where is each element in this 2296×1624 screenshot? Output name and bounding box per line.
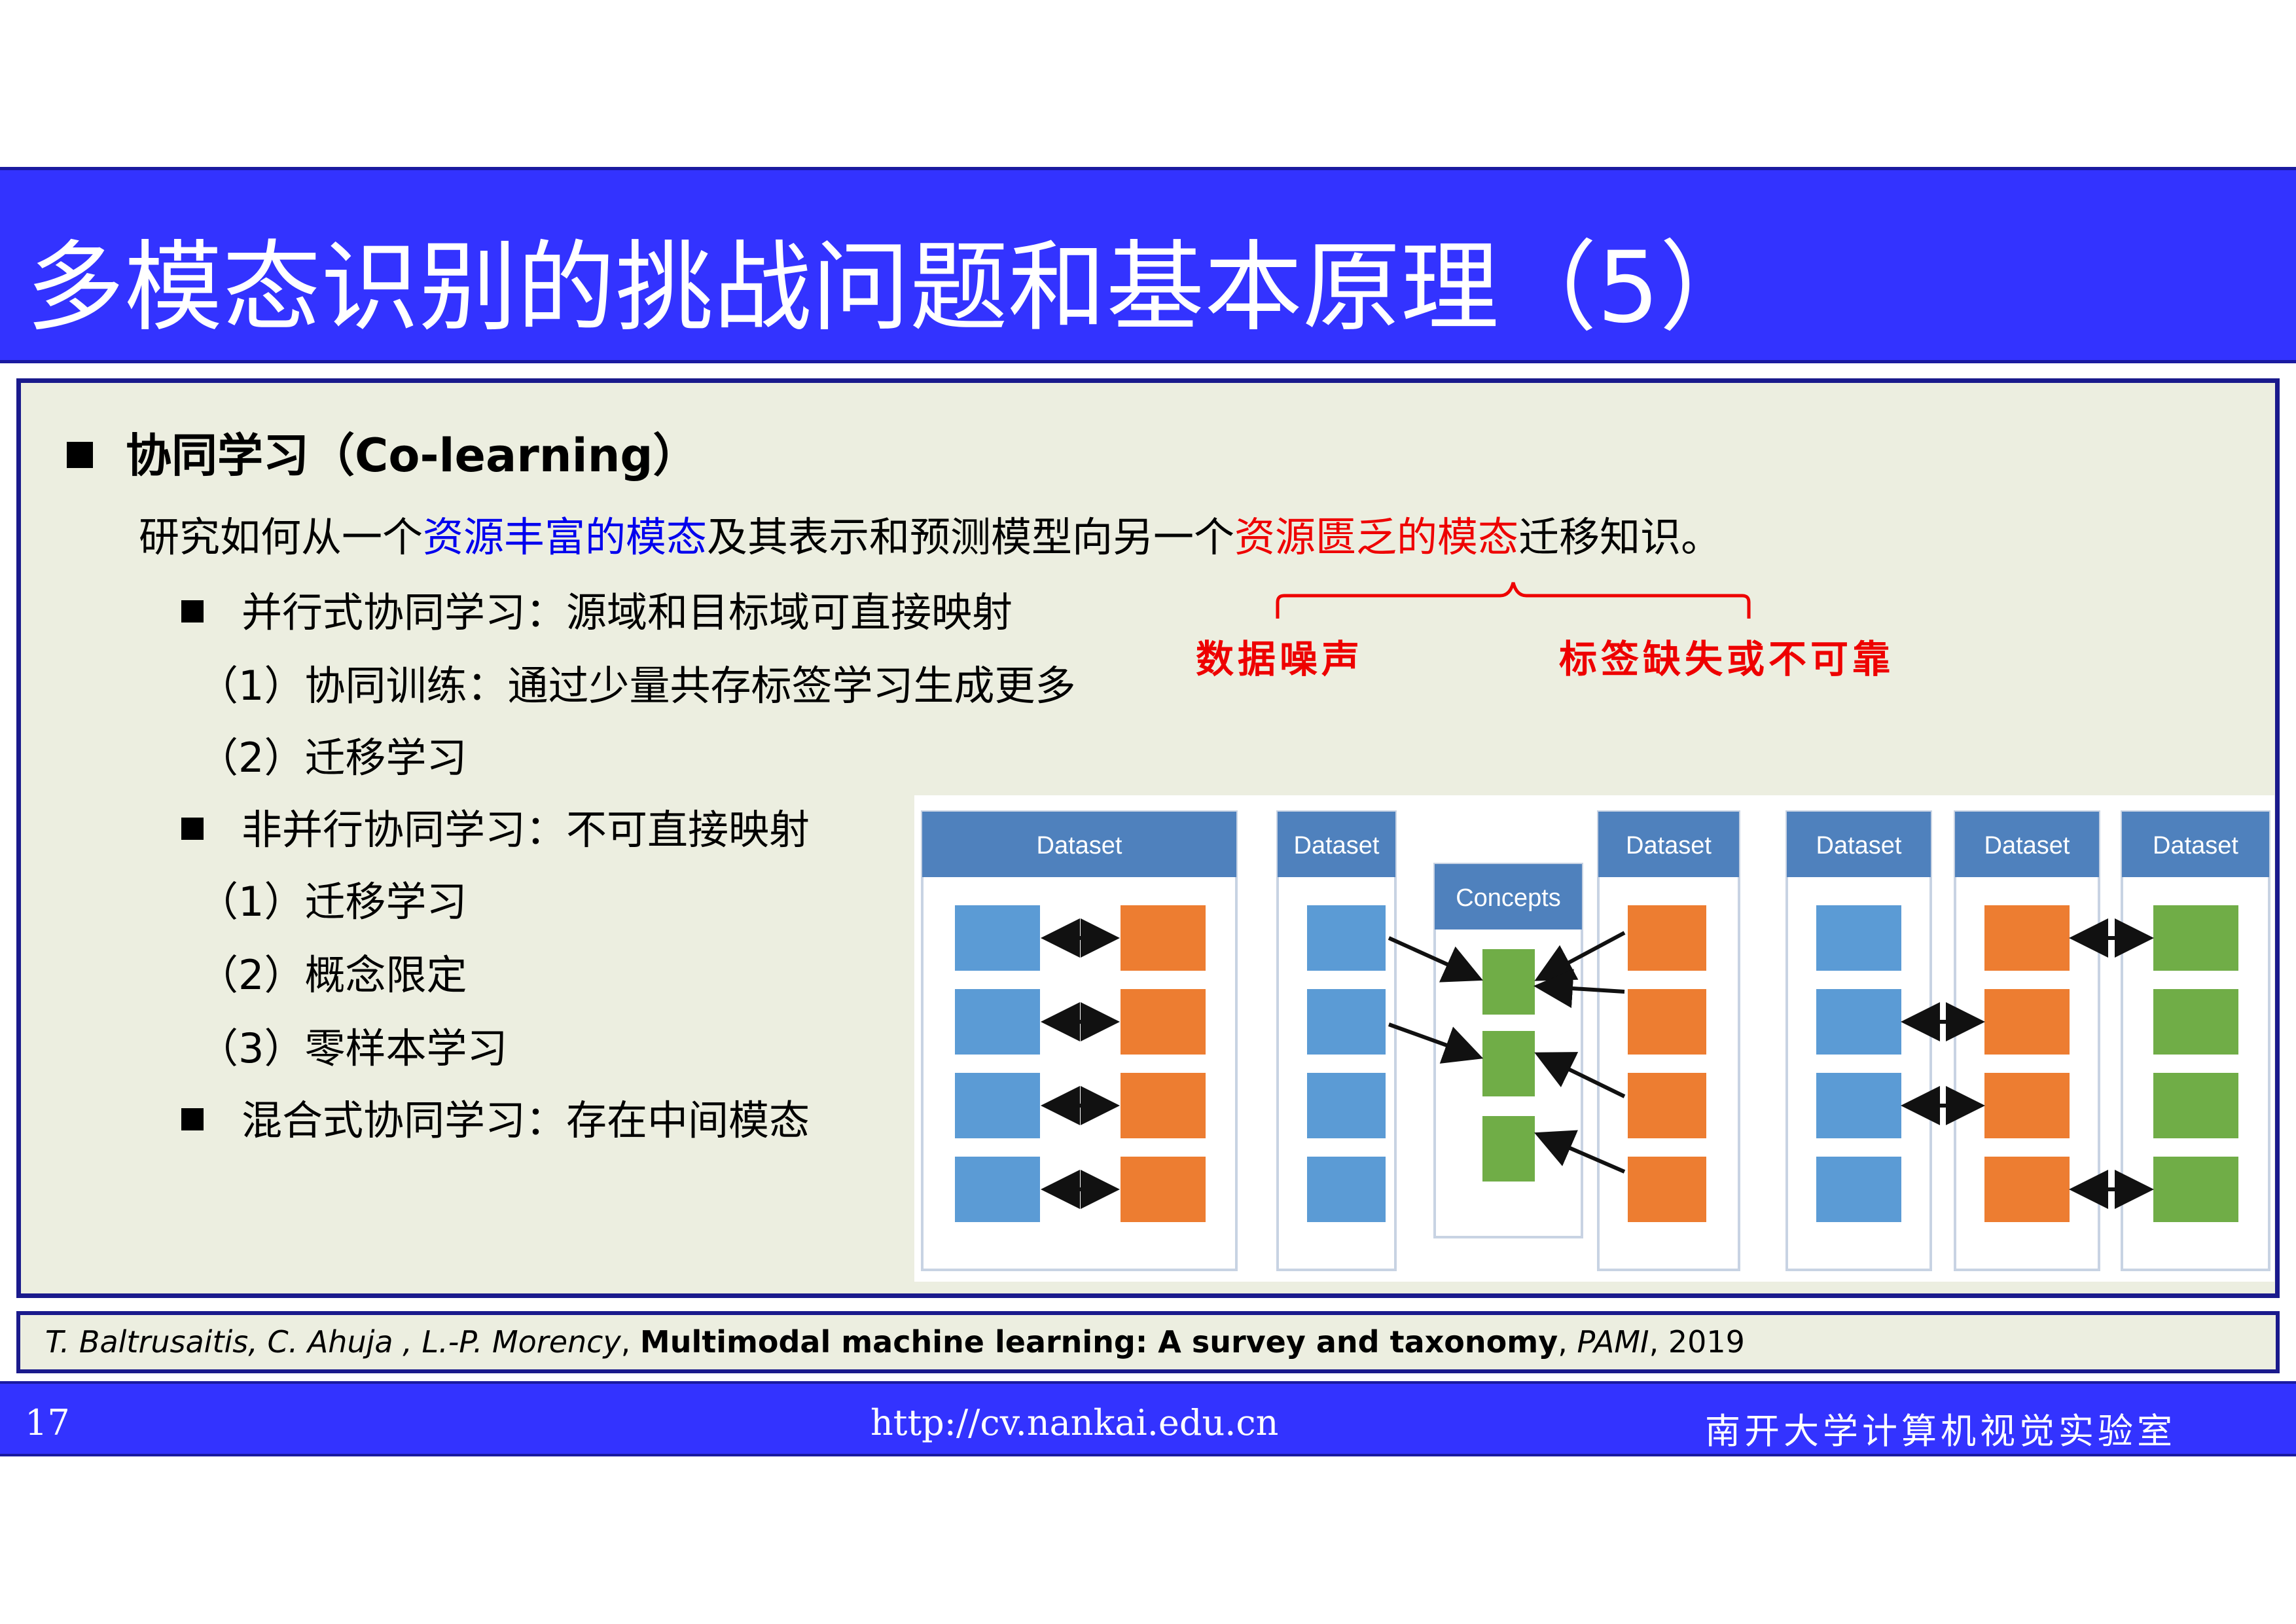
desc-highlight-poor: 资源匮乏的模态 (1234, 513, 1519, 561)
orange-box (1121, 1157, 1206, 1222)
dataset-5-label: Dataset (1984, 832, 2070, 859)
list-item-text: （1）迁移学习 (198, 878, 467, 926)
blue-box (1307, 1073, 1386, 1138)
dataset-1-header (922, 812, 1236, 877)
list-item-text: 并行式协同学习：源域和目标域可直接映射 (242, 588, 1013, 636)
blue-box (1307, 905, 1386, 971)
orange-box (1984, 1157, 2070, 1222)
list-item-text: （2）概念限定 (198, 951, 467, 999)
footer-lab: 南开大学计算机视觉实验室 (1705, 1411, 2176, 1452)
ref-sep: , (620, 1324, 640, 1360)
list-item-text: 混合式协同学习：存在中间模态 (242, 1096, 810, 1144)
orange-box (1628, 989, 1706, 1055)
green-box (2153, 1073, 2238, 1138)
dataset-2-header (1278, 812, 1395, 877)
orange-box (1121, 989, 1206, 1055)
orange-box (1984, 989, 2070, 1055)
list-item-text: （3）零样本学习 (198, 1024, 508, 1072)
green-box (1482, 1116, 1535, 1182)
annotation-missing-labels: 标签缺失或不可靠 (1559, 637, 1895, 681)
concepts-label: Concepts (1456, 884, 1561, 912)
list-item-text: （2）迁移学习 (198, 734, 467, 782)
dataset-1-label: Dataset (1037, 832, 1122, 859)
content-panel: 协同学习（Co-learning） 研究如何从一个资源丰富的模态及其表示和预测模… (16, 378, 2280, 1298)
ref-sep: , (1649, 1324, 1668, 1360)
square-bullet-icon (181, 1108, 204, 1130)
reference-box: T. Baltrusaitis, C. Ahuja , L.-P. Morenc… (16, 1311, 2280, 1373)
list-item-text: 非并行协同学习：不可直接映射 (242, 806, 810, 854)
blue-box (1816, 905, 1901, 971)
list-item-text: （1）协同训练：通过少量共存标签学习生成更多 (198, 662, 1076, 710)
dataset-4-header (1787, 812, 1931, 877)
reference-text: T. Baltrusaitis, C. Ahuja , L.-P. Morenc… (45, 1324, 1745, 1360)
blue-box (955, 905, 1040, 971)
green-box (1482, 949, 1535, 1015)
square-bullet-icon (181, 600, 204, 623)
blue-box (955, 1157, 1040, 1222)
green-box (2153, 989, 2238, 1055)
blue-box (955, 989, 1040, 1055)
footer-url: http://cv.nankai.edu.cn (870, 1402, 1279, 1443)
list-item: （3）零样本学习 (198, 1015, 507, 1074)
desc-part3: 迁移知识。 (1518, 513, 1722, 561)
ref-sep: , (1558, 1324, 1577, 1360)
square-bullet-icon (181, 817, 204, 840)
arrow-icon (1534, 969, 1625, 1008)
orange-box (1121, 1073, 1206, 1138)
list-item: 混合式协同学习：存在中间模态 (181, 1087, 810, 1146)
green-box (2153, 1157, 2238, 1222)
dataset-4-label: Dataset (1816, 832, 1902, 859)
ref-year: 2019 (1668, 1324, 1745, 1360)
orange-box (1984, 1073, 2070, 1138)
list-item: （1）迁移学习 (198, 869, 467, 928)
orange-box (1121, 905, 1206, 971)
dataset-6-label: Dataset (2153, 832, 2238, 859)
list-item: （1）协同训练：通过少量共存标签学习生成更多 (198, 653, 1075, 712)
blue-box (955, 1073, 1040, 1138)
list-item: （2）概念限定 (198, 942, 467, 1001)
heading-text: 协同学习（Co-learning） (126, 429, 699, 482)
dataset-2-label: Dataset (1294, 832, 1380, 859)
orange-box (1628, 905, 1706, 971)
arrow-icon (1388, 936, 1483, 983)
annotation-noise: 数据噪声 (1196, 637, 1364, 681)
concepts-header (1435, 864, 1582, 929)
orange-box (1984, 905, 2070, 971)
ref-venue: PAMI (1577, 1324, 1649, 1360)
desc-part1: 研究如何从一个 (139, 513, 423, 561)
dataset-3-header (1598, 812, 1739, 877)
description: 研究如何从一个资源丰富的模态及其表示和预测模型向另一个资源匮乏的模态迁移知识。 (139, 504, 1721, 563)
orange-box (1628, 1157, 1706, 1222)
dataset-5-header (1955, 812, 2099, 877)
page-number: 17 (25, 1402, 70, 1443)
blue-box (1816, 1157, 1901, 1222)
desc-highlight-rich: 资源丰富的模态 (423, 513, 708, 561)
dataset-6-header (2122, 812, 2269, 877)
slide-title: 多模态识别的挑战问题和基本原理（5） (26, 231, 1758, 345)
list-item: 并行式协同学习：源域和目标域可直接映射 (181, 579, 1013, 638)
desc-part2: 及其表示和预测模型向另一个 (707, 513, 1235, 561)
green-box (2153, 905, 2238, 971)
arrow-icon (1534, 1130, 1626, 1174)
orange-box (1628, 1073, 1706, 1138)
green-box (1482, 1031, 1535, 1096)
ref-authors: T. Baltrusaitis, C. Ahuja , L.-P. Morenc… (45, 1324, 621, 1360)
title-bar: 多模态识别的挑战问题和基本原理（5） (0, 167, 2296, 363)
blue-box (1816, 1073, 1901, 1138)
arrow-icon (1388, 1022, 1484, 1064)
list-item: 非并行协同学习：不可直接映射 (181, 797, 810, 856)
blue-box (1307, 989, 1386, 1055)
list-item: （2）迁移学习 (198, 725, 467, 784)
section-heading: 协同学习（Co-learning） (67, 419, 699, 485)
dataset-3-label: Dataset (1626, 832, 1712, 859)
square-bullet-icon (67, 441, 93, 468)
blue-box (1307, 1157, 1386, 1222)
curly-brace-icon (1276, 582, 1751, 619)
blue-box (1816, 989, 1901, 1055)
footer-bar: 17 http://cv.nankai.edu.cn 南开大学计算机视觉实验室 (0, 1381, 2296, 1456)
arrow-icon (1534, 1052, 1626, 1098)
ref-title: Multimodal machine learning: A survey an… (639, 1324, 1558, 1360)
